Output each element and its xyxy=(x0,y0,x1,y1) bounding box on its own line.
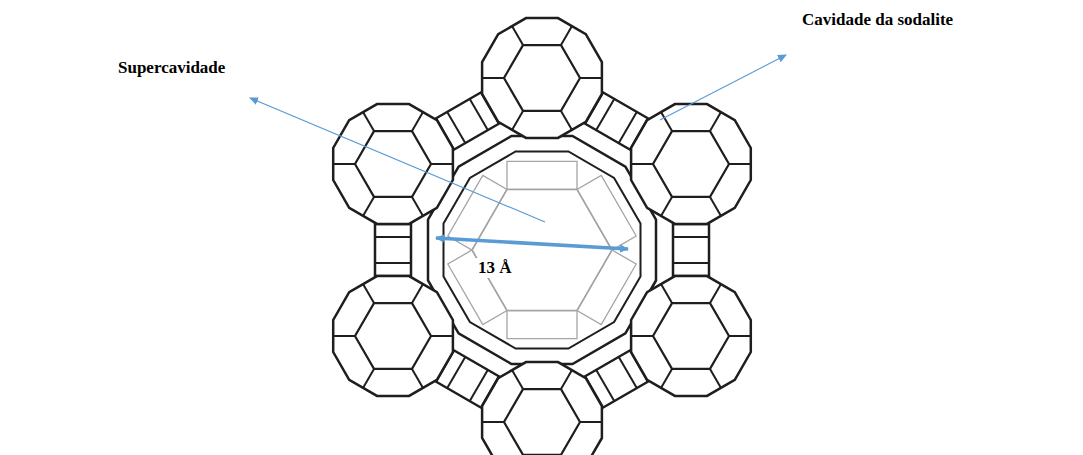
cage-label: Cavidade da sodalite xyxy=(800,10,955,30)
dimension-arrow xyxy=(436,238,628,249)
supercage-rim xyxy=(444,152,641,349)
sodalite-cage xyxy=(631,104,751,224)
supercage-inner xyxy=(448,161,636,338)
leader-line xyxy=(250,98,545,222)
hexagonal-prism xyxy=(375,224,411,276)
framework xyxy=(333,18,751,455)
sodalite-cage xyxy=(333,104,453,224)
inner-face xyxy=(577,250,636,325)
sodalite-cage xyxy=(482,18,602,138)
supercage-rim xyxy=(428,136,656,364)
inner-face xyxy=(507,311,577,339)
sodalite-cage xyxy=(482,362,602,455)
dimension-label: 13 Å xyxy=(476,258,514,278)
inner-face xyxy=(577,175,636,250)
inner-face xyxy=(472,189,612,310)
sodalite-cage xyxy=(631,276,751,396)
sodalite-cage xyxy=(333,276,453,396)
leader-line xyxy=(660,55,786,120)
hexagonal-prism xyxy=(673,224,709,276)
inner-face xyxy=(507,161,577,189)
cavity-label: Supercavidade xyxy=(116,58,227,78)
